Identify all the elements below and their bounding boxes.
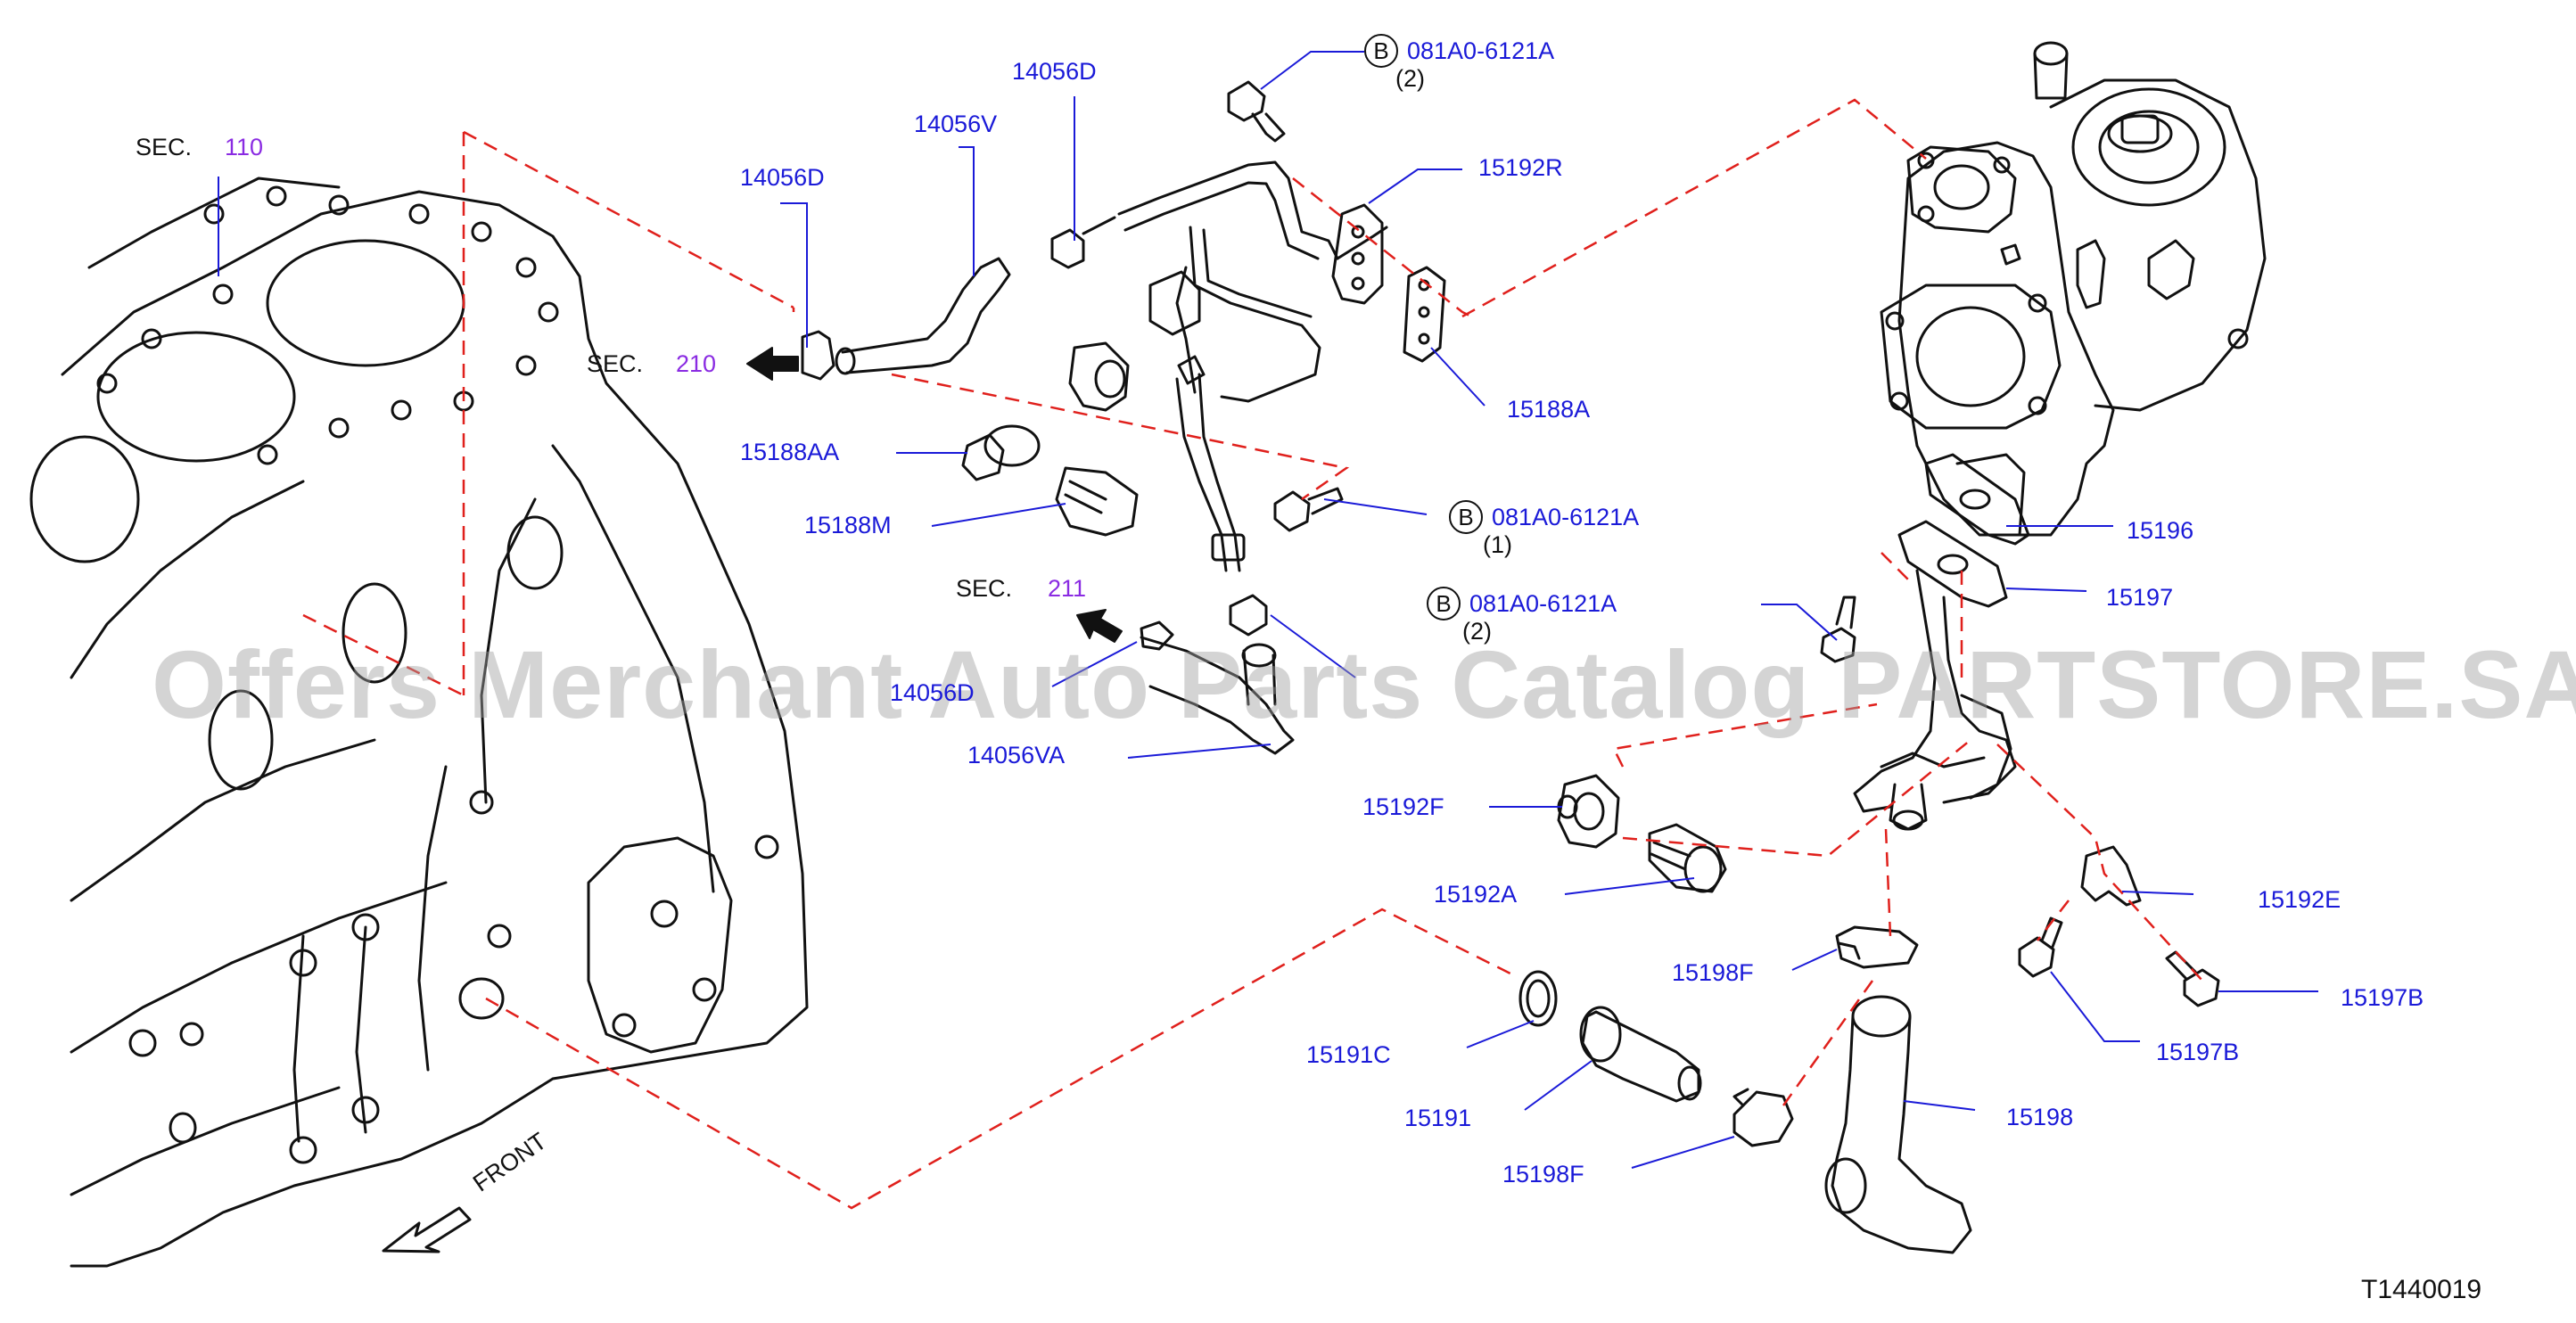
part-label-14056d-top[interactable]: 14056D [1012, 58, 1097, 85]
part-label-14056d-left[interactable]: 14056D [740, 164, 825, 191]
part-label-15196[interactable]: 15196 [2127, 517, 2194, 544]
part-label-14056va[interactable]: 14056VA [967, 742, 1066, 768]
part-label-15192f[interactable]: 15192F [1362, 793, 1444, 820]
washer-15191c-drawing [1518, 970, 1558, 1027]
sec-211-prefix: SEC. [956, 575, 1013, 602]
cylinder-block-drawing [29, 177, 809, 1268]
part-label-15188m[interactable]: 15188M [804, 512, 892, 538]
part-label-15192e[interactable]: 15192E [2258, 886, 2341, 913]
hose-15198-drawing [1824, 995, 1972, 1254]
banjo-fitting-drawing [961, 341, 1139, 537]
bolt-callout-qty-1: (2) [1395, 65, 1425, 92]
sec-210-arrow-icon [746, 347, 799, 381]
part-label-15198[interactable]: 15198 [2006, 1104, 2074, 1130]
part-label-15197b-left[interactable]: 15197B [2156, 1039, 2240, 1065]
phantom-lines [302, 98, 2203, 1210]
bolt-callout-part-1[interactable]: 081A0-6121A [1407, 37, 1555, 64]
turbocharger-drawing [1880, 41, 2267, 537]
bolt-upper-drawing [1227, 80, 1286, 143]
bolt-callout-part-2[interactable]: 081A0-6121A [1492, 504, 1640, 530]
part-label-15197b-right[interactable]: 15197B [2341, 984, 2424, 1011]
sec-211-link[interactable]: 211 [1048, 575, 1087, 602]
bracket-15192e-drawing [2080, 845, 2142, 907]
bolt-15197b-left-drawing [2018, 916, 2063, 978]
hose-14056va-drawing [1140, 594, 1295, 755]
part-label-15191[interactable]: 15191 [1404, 1105, 1472, 1131]
front-arrow-icon [382, 1206, 472, 1253]
bolt-15197b-right-drawing [2165, 950, 2220, 1007]
part-label-15192r[interactable]: 15192R [1478, 154, 1563, 181]
sec-110-link[interactable]: 110 [225, 134, 264, 160]
bolt-callout-qty-2: (1) [1483, 531, 1512, 558]
oil-return-pipe-drawing [1853, 520, 2017, 831]
sec-110-prefix: SEC. [136, 134, 193, 160]
part-label-15198f-lower[interactable]: 15198F [1502, 1161, 1584, 1187]
part-label-14056v[interactable]: 14056V [914, 111, 998, 137]
gasket-15188a-drawing [1403, 266, 1446, 363]
stud-bolt-drawing [1820, 596, 1856, 663]
part-label-15197[interactable]: 15197 [2106, 584, 2174, 611]
clamp-15198f-upper-drawing [1835, 925, 1919, 969]
gasket-15196-drawing [1924, 453, 2030, 546]
washer-15192f-drawing [1557, 774, 1620, 849]
diagram-code: T1440019 [2361, 1275, 2482, 1304]
part-label-15192a[interactable]: 15192A [1434, 881, 1518, 908]
sec-210-link[interactable]: 210 [676, 350, 717, 377]
hose-14056v-drawing [801, 216, 1116, 381]
watermark: Offers Merchant Auto Parts Catalog PARTS… [152, 630, 2576, 738]
bolt-middle-drawing [1273, 487, 1344, 532]
sec-210-prefix: SEC. [587, 350, 644, 377]
part-label-15188aa[interactable]: 15188AA [740, 439, 840, 465]
bolt-callout-circle-3: B [1427, 587, 1461, 620]
part-label-15191c[interactable]: 15191C [1306, 1041, 1391, 1068]
bolt-callout-qty-3: (2) [1462, 618, 1492, 645]
bolt-callout-part-3[interactable]: 081A0-6121A [1469, 590, 1617, 617]
leader-lines [218, 51, 2318, 1169]
oil-feed-tube-drawing [1117, 160, 1388, 572]
bolt-callout-circle-2: B [1449, 500, 1483, 534]
banjo-bolt-15192a-drawing [1648, 823, 1727, 893]
part-label-15198f-upper[interactable]: 15198F [1672, 959, 1754, 986]
part-label-14056d-mid[interactable]: 14056D [890, 679, 975, 706]
connector-15191-drawing [1579, 1006, 1702, 1103]
bolt-callout-circle-1: B [1364, 34, 1398, 68]
part-label-15188a[interactable]: 15188A [1507, 396, 1591, 423]
clamp-15198f-lower-drawing [1732, 1088, 1794, 1147]
sec-211-arrow-icon [1076, 609, 1123, 643]
